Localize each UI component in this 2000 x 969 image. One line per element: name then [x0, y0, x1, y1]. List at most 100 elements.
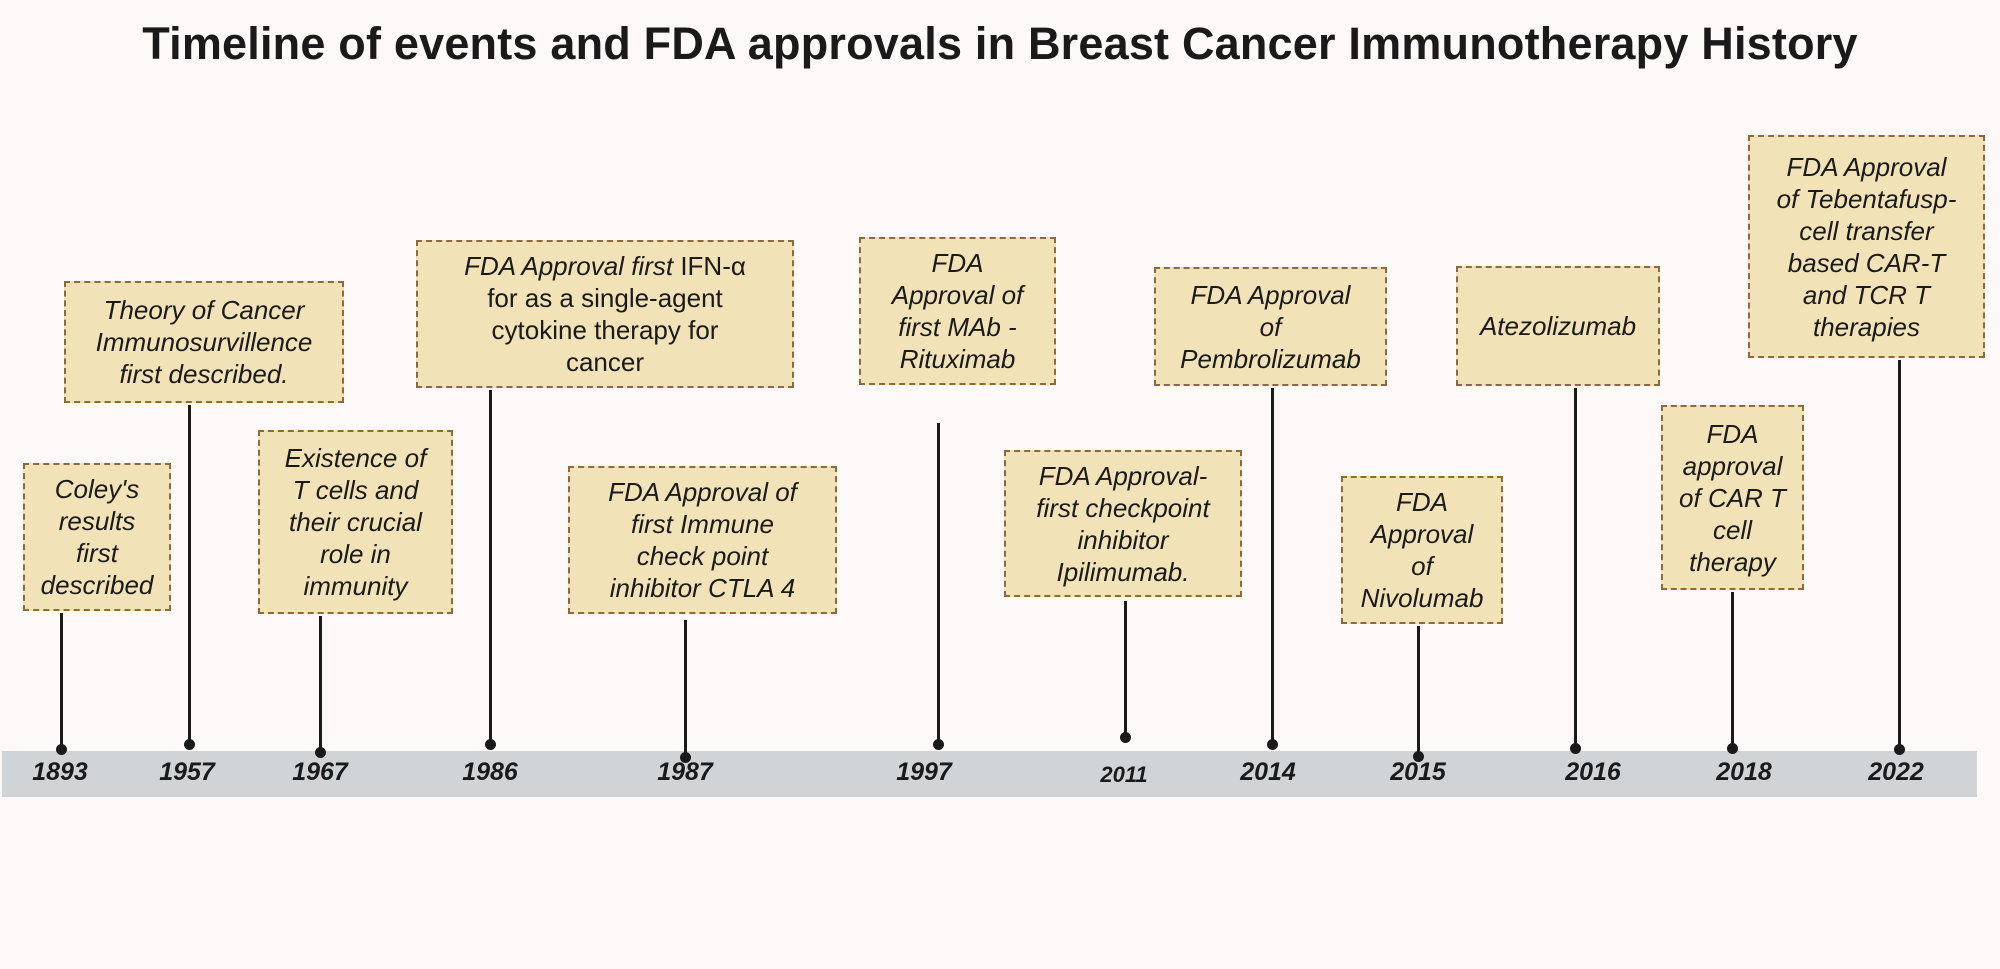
event-text: Atezolizumab — [1480, 310, 1636, 342]
year-label-1893: 1893 — [32, 758, 88, 786]
event-dot-1986 — [485, 739, 496, 750]
event-text-line: first — [76, 538, 118, 568]
event-stem-1957 — [188, 405, 191, 744]
event-text-line: first checkpoint — [1036, 492, 1210, 523]
event-text-line: FDA Approval of — [608, 477, 797, 507]
event-text-line: FDA Approval first IFN-α — [464, 251, 746, 281]
event-text-line: of — [1259, 311, 1282, 342]
event-text-line: therapy — [1689, 546, 1776, 577]
year-label-2011: 2011 — [1100, 762, 1148, 787]
event-stem-1987 — [684, 620, 687, 757]
event-text-line: FDA Approval — [1786, 151, 1947, 182]
event-text-line: cytokine therapy for — [491, 315, 719, 345]
event-text-line: first described. — [119, 359, 289, 389]
event-text-line: Ipilimumab. — [1056, 556, 1190, 587]
page-title: Timeline of events and FDA approvals in … — [142, 18, 1858, 69]
event-text-line: inhibitor CTLA 4 — [609, 573, 796, 603]
event-text-line: Existence of — [284, 443, 427, 473]
event-stem-1997 — [937, 423, 940, 744]
event-dot-1987 — [680, 752, 691, 763]
event-text-line: of CAR T — [1679, 482, 1786, 513]
event-dot-2015 — [1413, 751, 1424, 762]
event-text-line: cell transfer — [1799, 215, 1934, 246]
year-label-1967: 1967 — [292, 758, 348, 786]
event-dot-2018 — [1727, 743, 1738, 754]
event-text-line: of — [1411, 551, 1433, 581]
event-text-line: first Immune — [630, 509, 774, 539]
event-stem-2015 — [1417, 626, 1420, 756]
event-stem-2014 — [1271, 388, 1274, 744]
event-text-line: their crucial — [289, 507, 422, 537]
event-text-line: Rituximab — [899, 344, 1016, 374]
event-text-line: for as a single-agent — [487, 283, 723, 313]
year-label-1957: 1957 — [159, 758, 215, 786]
event-dot-1997 — [933, 739, 944, 750]
event-dot-1967 — [315, 747, 326, 758]
event-text-line: and TCR T — [1802, 279, 1931, 310]
event-text-line: based CAR-T — [1787, 247, 1946, 278]
event-text-line: FDA — [1706, 418, 1759, 449]
event-box-2016: Atezolizumab — [1456, 266, 1660, 386]
event-stem-2016 — [1574, 388, 1577, 748]
event-dot-2022 — [1894, 744, 1905, 755]
event-text-line: cancer — [565, 347, 645, 377]
event-text-line: first MAb - — [898, 312, 1017, 342]
event-text-line: FDA — [931, 248, 984, 278]
event-dot-1893 — [56, 744, 67, 755]
event-text-line: Theory of Cancer — [103, 295, 305, 325]
event-stem-1986 — [489, 390, 492, 744]
event-text-line: FDA — [1395, 487, 1448, 517]
event-text-line: role in — [320, 539, 391, 569]
year-label-1986: 1986 — [462, 758, 518, 786]
event-dot-2011 — [1120, 732, 1131, 743]
event-text-line: cell — [1712, 514, 1752, 545]
event-text-line: immunity — [303, 571, 408, 601]
event-stem-1893 — [60, 613, 63, 749]
event-text-line: T cells and — [292, 475, 419, 505]
event-text-line: described — [40, 570, 154, 600]
year-label-2015: 2015 — [1390, 758, 1446, 786]
timeline-axis-band — [2, 751, 1977, 797]
event-text-line: FDA Approval — [1190, 279, 1351, 310]
event-text-line: Nivolumab — [1360, 583, 1484, 613]
event-text-line: FDA Approval- — [1038, 460, 1208, 491]
event-text-line: Approval — [1370, 519, 1474, 549]
event-text-line: inhibitor — [1077, 524, 1169, 555]
event-text-line: Coley's — [54, 474, 140, 504]
event-stem-2011 — [1124, 601, 1127, 737]
year-label-1997: 1997 — [896, 758, 952, 786]
year-label-2016: 2016 — [1565, 758, 1621, 786]
event-text-line: Approval of — [891, 280, 1024, 310]
event-dot-2016 — [1570, 743, 1581, 754]
event-dot-1957 — [184, 739, 195, 750]
event-stem-1967 — [319, 616, 322, 752]
event-stem-2018 — [1731, 592, 1734, 748]
year-label-1987: 1987 — [657, 758, 713, 786]
event-text-line: Immunosurvillence — [95, 327, 313, 357]
event-text-line: results — [58, 506, 136, 536]
event-text-line: approval — [1682, 450, 1783, 481]
year-label-2018: 2018 — [1716, 758, 1772, 786]
year-label-2022: 2022 — [1868, 758, 1924, 786]
